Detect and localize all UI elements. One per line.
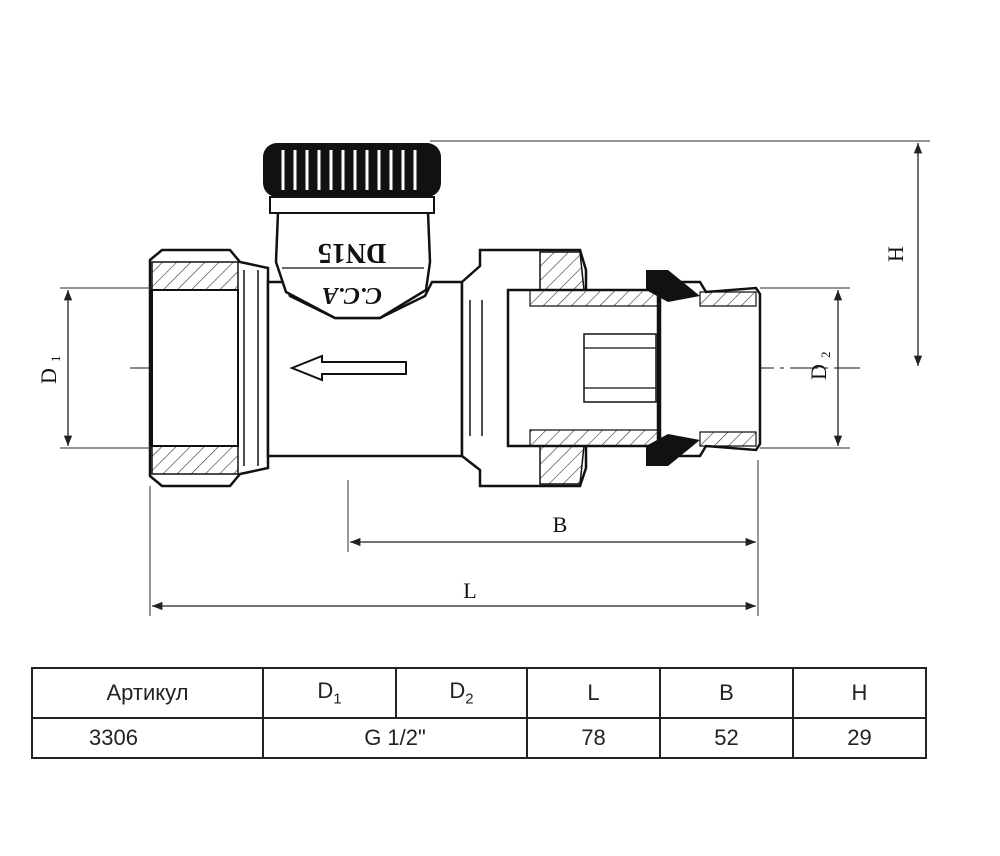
left-inlet-body: [148, 248, 270, 488]
header-article: Артикул: [31, 667, 264, 719]
svg-text:D: D: [36, 368, 61, 384]
header-d2: D2: [395, 667, 528, 719]
cell-article: 3306: [31, 717, 264, 759]
svg-text:2: 2: [818, 352, 833, 359]
cell-thread: G 1/2": [262, 717, 528, 759]
dim-label-d2: D 2: [806, 352, 833, 380]
valve-technical-drawing: DN15 C.C.A H D: [36, 140, 930, 616]
header-d1: D1: [262, 667, 397, 719]
flow-direction-arrow: [289, 354, 407, 382]
cell-h: 29: [792, 717, 927, 759]
body-mark-brand: C.C.A: [322, 282, 382, 308]
svg-text:D: D: [806, 364, 831, 380]
dim-label-l: L: [463, 578, 476, 603]
dim-label-h: H: [883, 246, 908, 262]
tailpiece: [506, 270, 762, 466]
header-h: H: [792, 667, 927, 719]
header-b: B: [659, 667, 794, 719]
specification-table: Артикул D1 D2 L B H 3306 G 1/2" 78 52 29: [31, 667, 927, 759]
dim-label-d1: D 1: [36, 356, 63, 384]
table-header-row: Артикул D1 D2 L B H: [31, 667, 927, 719]
valve-cap: [263, 143, 441, 214]
header-l: L: [526, 667, 661, 719]
cell-l: 78: [526, 717, 661, 759]
table-row: 3306 G 1/2" 78 52 29: [31, 717, 927, 759]
valve-central-body: [266, 210, 464, 458]
extension-lines: [60, 140, 930, 616]
body-mark-dn: DN15: [318, 237, 386, 268]
cell-b: 52: [659, 717, 794, 759]
svg-text:1: 1: [48, 356, 63, 363]
dim-label-b: B: [553, 512, 568, 537]
